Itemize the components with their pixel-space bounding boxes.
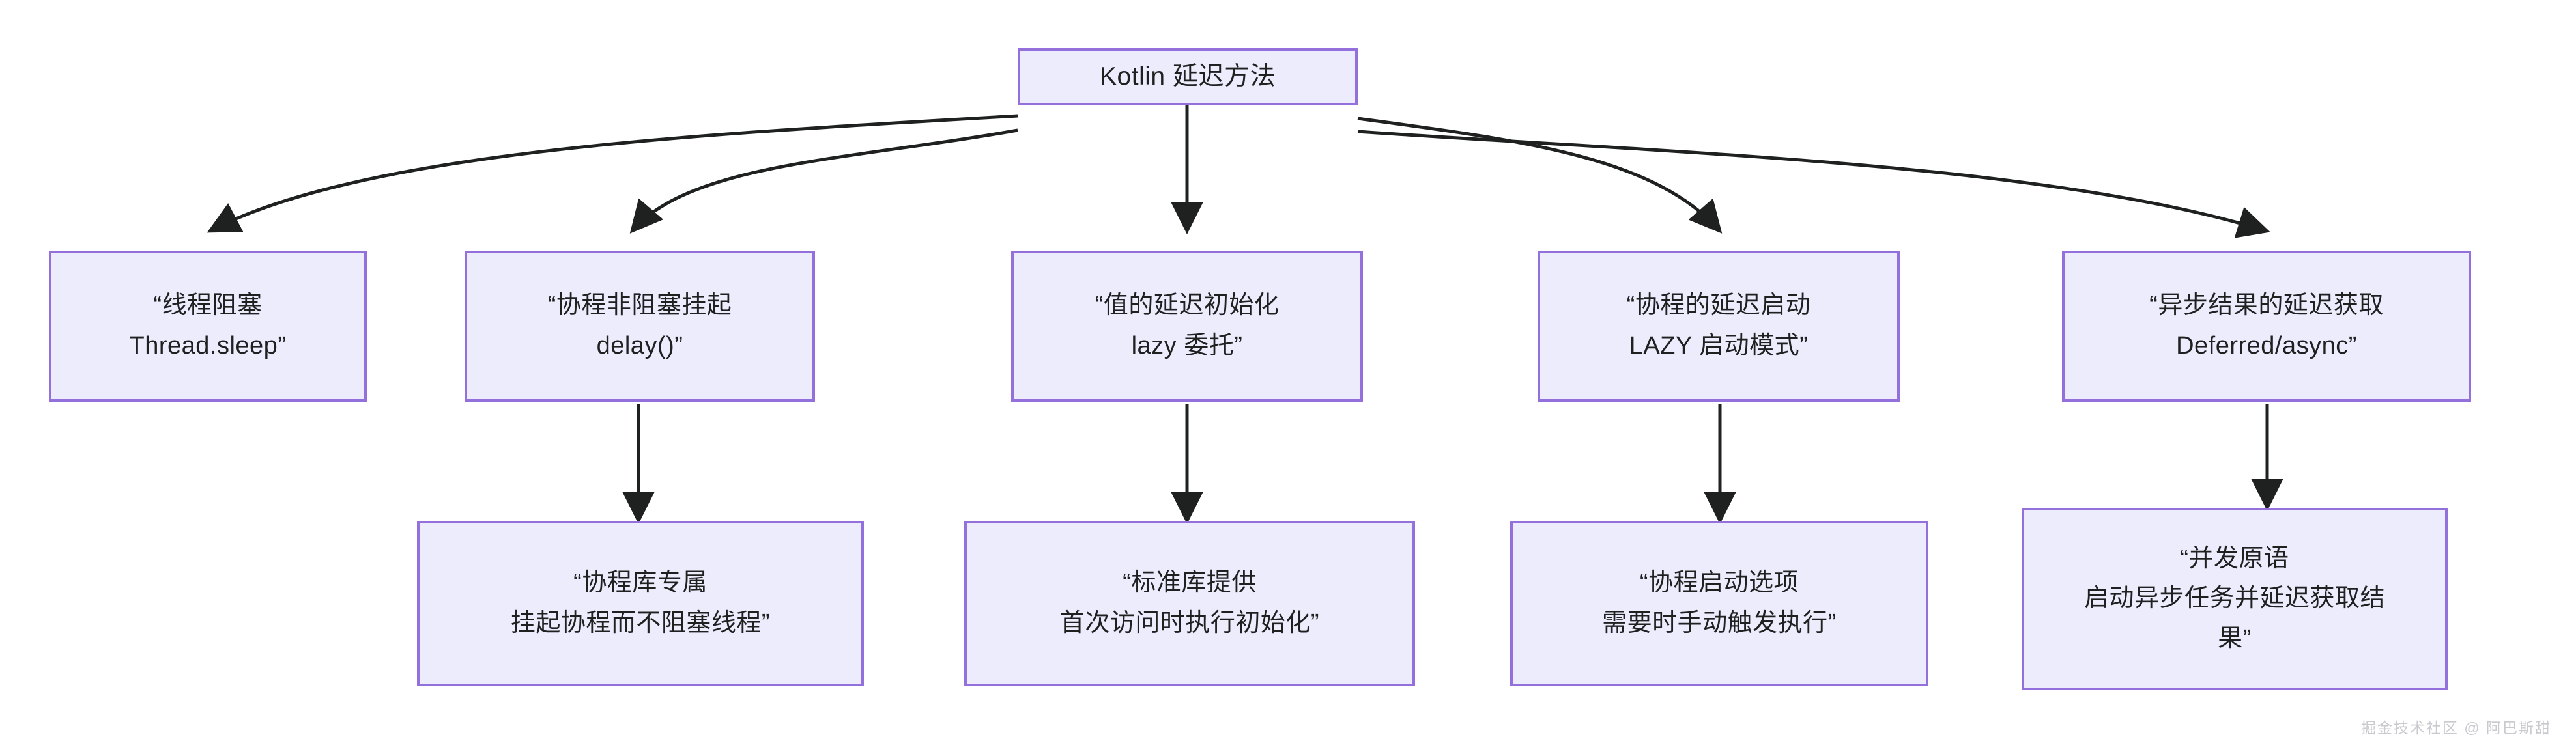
node-lazy-delegate[interactable]: “值的延迟初始化 lazy 委托” <box>1011 251 1363 402</box>
node-thread-sleep[interactable]: “线程阻塞 Thread.sleep” <box>49 251 367 402</box>
edge-root-to-n1 <box>207 114 1018 233</box>
node-manual-trigger-option[interactable]: “协程启动选项 需要时手动触发执行” <box>1510 521 1928 686</box>
edge-root-to-n4 <box>1357 117 1723 234</box>
edge-root-to-n5 <box>1357 130 2270 238</box>
node-stdlib-first-access-init[interactable]: “标准库提供 首次访问时执行初始化” <box>964 521 1415 686</box>
node-deferred-async[interactable]: “异步结果的延迟获取 Deferred/async” <box>2062 251 2471 402</box>
node-coroutine-library-only[interactable]: “协程库专属 挂起协程而不阻塞线程” <box>417 521 864 686</box>
watermark-text: 掘金技术社区 @ 阿巴斯甜 <box>2360 719 2551 736</box>
node-concurrency-primitive[interactable]: “并发原语 启动异步任务并延迟获取结 果” <box>2022 508 2448 690</box>
node-lazy-start-mode[interactable]: “协程的延迟启动 LAZY 启动模式” <box>1538 251 1900 402</box>
edge-root-to-n2 <box>629 128 1018 234</box>
node-root[interactable]: Kotlin 延迟方法 <box>1018 48 1358 105</box>
node-coroutine-delay[interactable]: “协程非阻塞挂起 delay()” <box>465 251 815 402</box>
